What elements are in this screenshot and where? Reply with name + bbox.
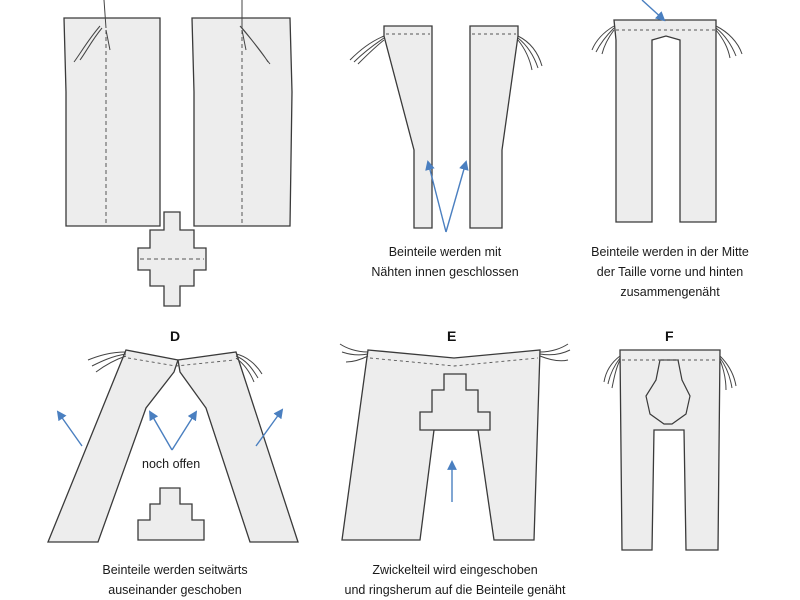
panel-e bbox=[339, 343, 571, 541]
caption-c-line-2: der Taille vorne und hinten bbox=[596, 265, 744, 279]
gusset-piece bbox=[137, 211, 207, 307]
legs-spread-right bbox=[177, 351, 299, 543]
finished-trousers bbox=[619, 349, 721, 551]
leg-piece-right bbox=[191, 0, 293, 227]
panel-c bbox=[591, 0, 743, 223]
leg-closed-left bbox=[349, 25, 433, 229]
arrow-to-right-seam bbox=[445, 160, 469, 233]
panel-label-e: E bbox=[447, 328, 457, 344]
gusset-loose bbox=[137, 487, 205, 541]
panel-f bbox=[603, 349, 737, 551]
gusset-inserted bbox=[419, 373, 491, 431]
caption-panel-c: Beinteile werden in der Mitte der Taille… bbox=[560, 242, 780, 302]
caption-d-line-1: Beinteile werden seitwärts bbox=[102, 563, 248, 577]
trousers-with-gusset bbox=[341, 349, 541, 541]
caption-panel-e: Zwickelteil wird eingeschoben und ringsh… bbox=[320, 560, 590, 600]
caption-panel-d: Beinteile werden seitwärts auseinander g… bbox=[60, 560, 290, 600]
leg-piece-left bbox=[63, 0, 161, 227]
arrow-to-waist-seam bbox=[641, 0, 666, 22]
arrow-to-left-seam bbox=[425, 160, 447, 233]
panel-b bbox=[349, 25, 543, 233]
caption-b-line-1: Beinteile werden mit bbox=[388, 245, 502, 259]
panel-label-f: F bbox=[665, 328, 674, 344]
note-still-open: noch offen bbox=[142, 457, 201, 471]
caption-c-line-3: zusammengenäht bbox=[620, 285, 720, 299]
panel-label-d: D bbox=[170, 328, 181, 344]
panel-a bbox=[63, 0, 293, 307]
trousers-joined bbox=[613, 19, 717, 223]
caption-e-line-2: und ringsherum auf die Beinteile genäht bbox=[344, 583, 566, 597]
caption-b-line-2: Nähten innen geschlossen bbox=[371, 265, 519, 279]
gusset-sewn bbox=[645, 359, 691, 425]
caption-d-line-2: auseinander geschoben bbox=[108, 583, 242, 597]
caption-e-line-1: Zwickelteil wird eingeschoben bbox=[372, 563, 538, 577]
caption-c-line-1: Beinteile werden in der Mitte bbox=[591, 245, 749, 259]
caption-panel-b: Beinteile werden mit Nähten innen geschl… bbox=[340, 242, 550, 282]
leg-closed-right bbox=[469, 25, 543, 229]
panel-d bbox=[47, 349, 299, 543]
